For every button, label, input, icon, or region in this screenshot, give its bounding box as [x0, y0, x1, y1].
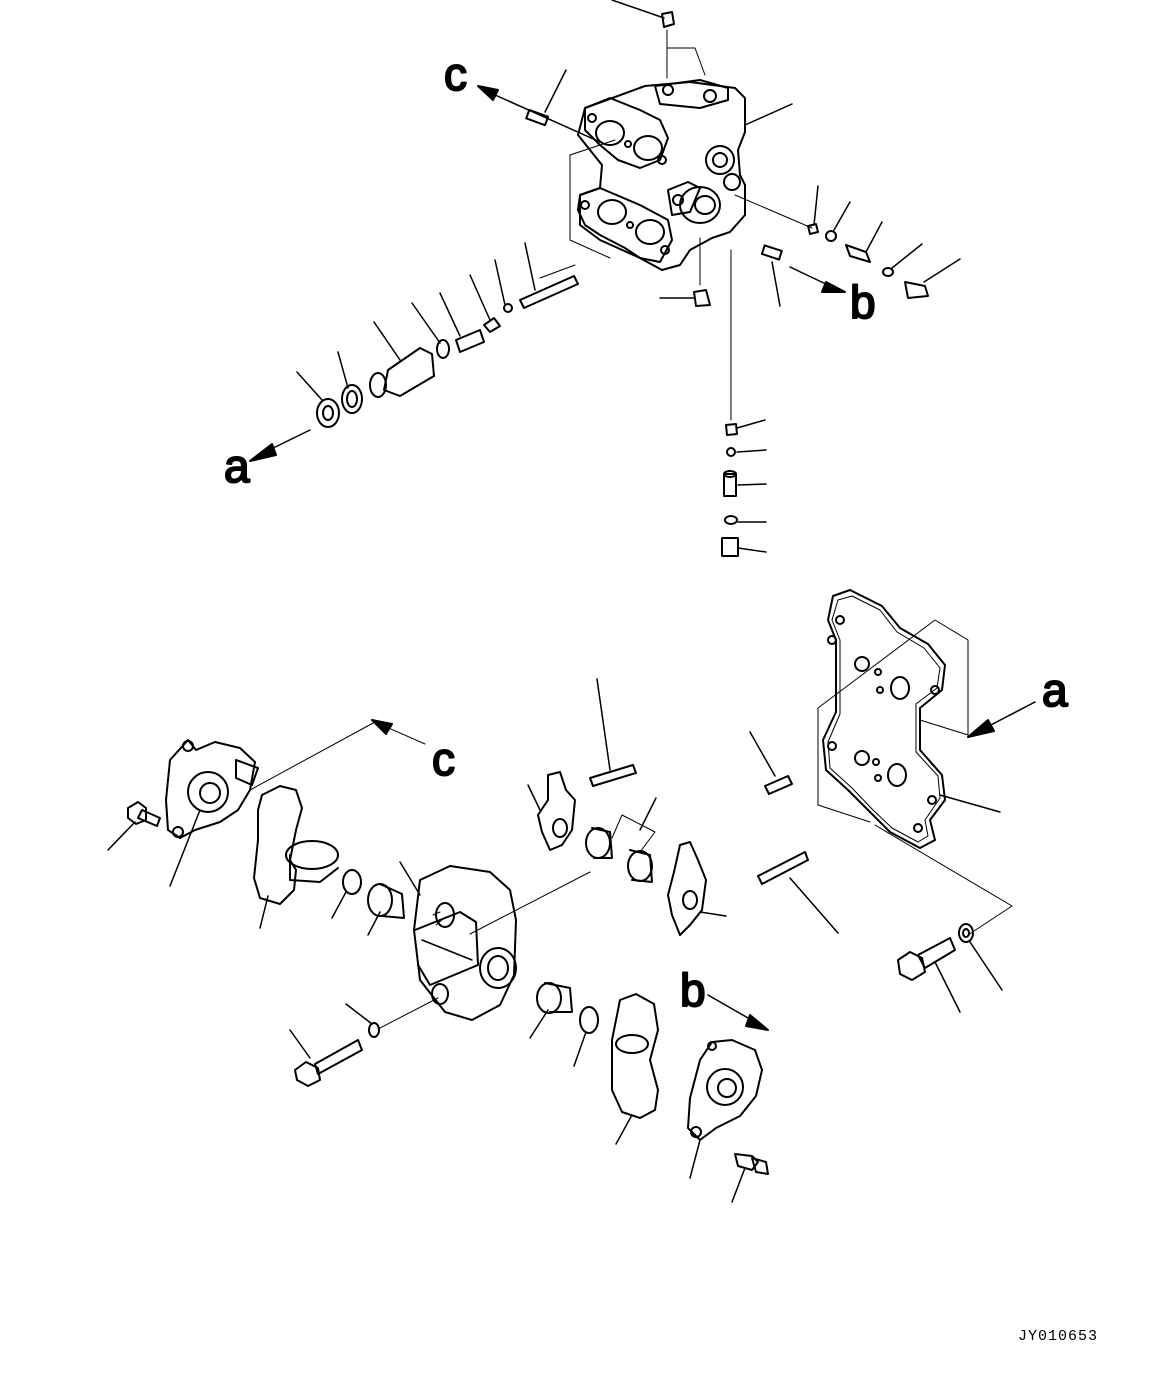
bolt-right-cover — [732, 1154, 768, 1202]
callout-label: a — [1042, 664, 1068, 716]
bolt-washer-right — [875, 825, 1012, 1012]
dowel-pin-top — [526, 70, 566, 125]
pin-middle — [590, 679, 636, 786]
long-bolt-left — [290, 998, 438, 1086]
callout-label: b — [850, 276, 876, 328]
callout-arrow-b-top: b — [762, 245, 877, 329]
dowel-pin-gasket — [750, 732, 792, 794]
lever-right — [668, 842, 726, 935]
lever-upper — [528, 772, 575, 850]
bushing-lower — [530, 983, 572, 1038]
oring-lower — [574, 1007, 598, 1066]
callout-label: c — [432, 733, 455, 785]
right-cover — [688, 1040, 762, 1178]
oring-left — [332, 870, 361, 918]
lever-left — [254, 786, 338, 928]
callout-label: b — [680, 964, 706, 1016]
right-plug-set — [735, 186, 960, 298]
callout-label: a — [224, 440, 250, 492]
callout-arrow-b-bottom: b — [679, 963, 768, 1030]
bottom-plug — [660, 238, 710, 306]
bushing-pair — [586, 798, 656, 882]
valve-body — [570, 80, 792, 270]
callout-arrow-c-top: c — [443, 47, 600, 142]
callout-label: c — [444, 48, 467, 100]
figure-code: JY010653 — [1018, 1328, 1099, 1345]
long-pin — [758, 852, 838, 933]
gasket-plate — [818, 590, 1000, 848]
central-housing — [400, 862, 590, 1020]
callout-arrow-c-bottom: c — [250, 720, 456, 790]
callout-arrow-a-bottom: a — [968, 663, 1069, 737]
left-cover — [166, 740, 258, 886]
top-plug — [612, 0, 705, 78]
bolt-left-cover — [108, 802, 160, 850]
lever-lower-right — [612, 994, 658, 1144]
spool-assembly: a — [223, 243, 578, 493]
bushing-left — [368, 884, 404, 935]
vertical-parts-stack — [722, 250, 766, 556]
